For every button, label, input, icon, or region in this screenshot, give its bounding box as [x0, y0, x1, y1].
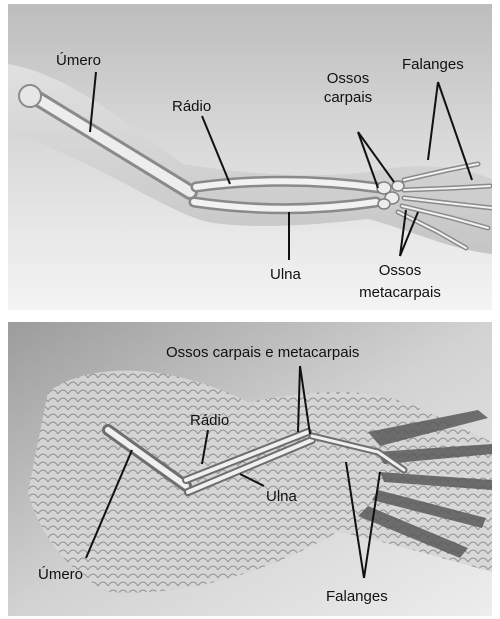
label-radio: Rádio	[172, 98, 211, 115]
label-ossos-carpais-e-metacarpais: Ossos carpais e metacarpais	[166, 344, 359, 361]
label-ossos-metacarpais-line1: Ossos	[350, 262, 450, 279]
label-ulna: Ulna	[270, 266, 301, 283]
label-wing-umero: Úmero	[38, 566, 83, 583]
label-ossos-metacarpais-line2: metacarpais	[350, 284, 450, 301]
human-arm-panel: Úmero Rádio Ossos carpais Falanges Ulna …	[8, 4, 492, 310]
bird-wing-panel: Ossos carpais e metacarpais Rádio Ulna Ú…	[8, 322, 492, 616]
label-wing-ulna: Ulna	[266, 488, 297, 505]
humerus-head	[19, 85, 41, 107]
label-ossos-carpais-line2: carpais	[312, 89, 384, 106]
label-ossos-carpais-line1: Ossos	[312, 70, 384, 87]
label-wing-radio: Rádio	[190, 412, 229, 429]
label-wing-falanges: Falanges	[326, 588, 388, 605]
label-umero: Úmero	[56, 52, 101, 69]
label-falanges: Falanges	[402, 56, 464, 73]
